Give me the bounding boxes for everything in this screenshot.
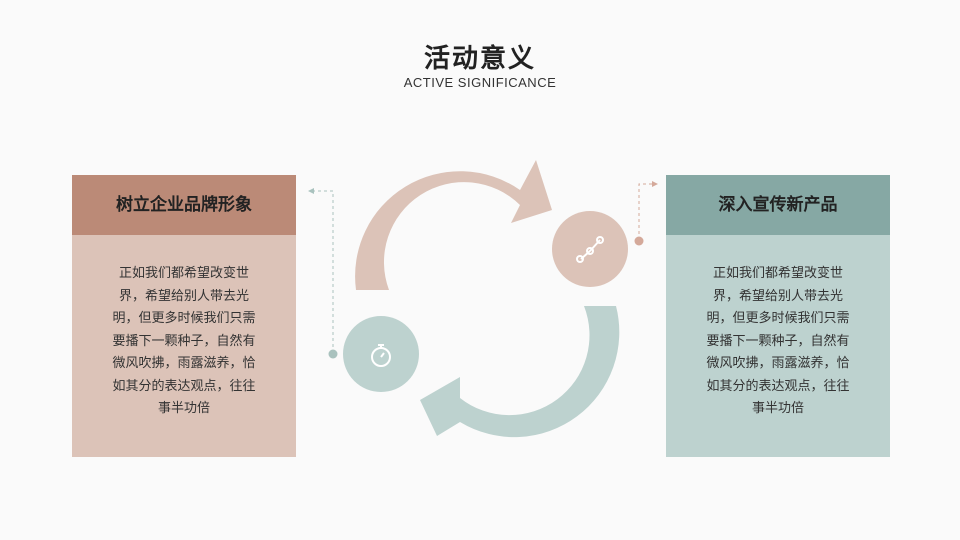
card-product-promotion: 深入宣传新产品 正如我们都希望改变世界，希望给别人带去光明，但更多时候我们只需要… [666, 175, 890, 457]
connector-left-arrowhead [308, 188, 314, 194]
page-title: 活动意义 [423, 44, 536, 74]
network-link-icon [576, 236, 604, 263]
card-body: 正如我们都希望改变世界，希望给别人带去光明，但更多时候我们只需要播下一颗种子，自… [666, 235, 890, 457]
card-title: 树立企业品牌形象 [72, 175, 296, 235]
card-title: 深入宣传新产品 [666, 175, 890, 235]
stopwatch-icon [371, 344, 391, 367]
card-body: 正如我们都希望改变世界，希望给别人带去光明，但更多时候我们只需要播下一颗种子，自… [72, 235, 296, 457]
connector-right [638, 183, 656, 240]
page-subtitle: ACTIVE SIGNIFICANCE [403, 75, 557, 90]
connector-right-arrowhead [652, 181, 658, 187]
connector-right-dot [634, 236, 644, 246]
circle-bottom [343, 316, 419, 392]
card-brand-image: 树立企业品牌形象 正如我们都希望改变世界，希望给别人带去光明，但更多时候我们只需… [72, 175, 296, 457]
cycle-arrow-bottom [420, 306, 620, 438]
connector-left [310, 190, 334, 353]
cycle-arrow-top [355, 160, 552, 290]
connector-left-dot [328, 349, 338, 359]
